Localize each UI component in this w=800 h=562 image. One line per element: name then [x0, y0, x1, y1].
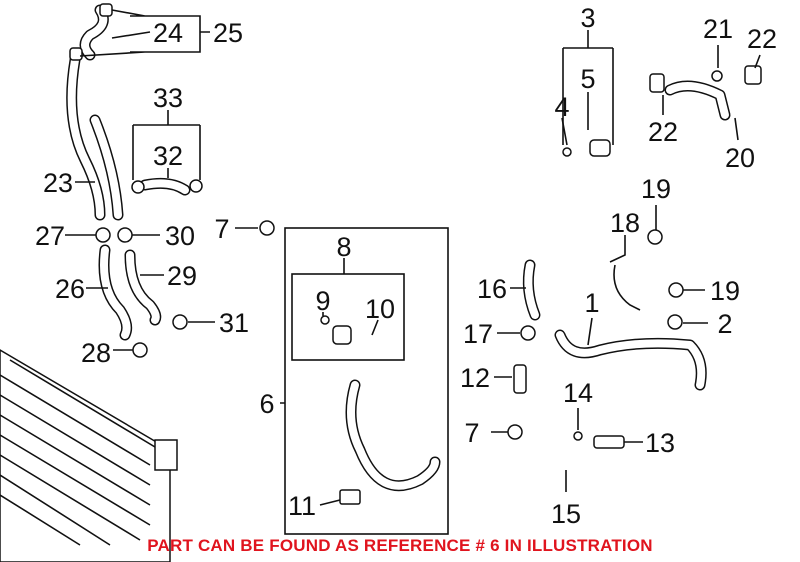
callout-19: 19: [710, 276, 740, 306]
callout-6: 6: [259, 389, 274, 419]
callout-24: 24: [153, 18, 183, 48]
leader-lines: [65, 9, 761, 506]
small-parts: [69, 3, 762, 505]
callout-13: 13: [645, 428, 675, 458]
callout-17: 17: [463, 319, 493, 349]
kit-box: [284, 227, 449, 535]
callout-25: 25: [213, 18, 243, 48]
callout-12: 12: [460, 363, 490, 393]
callout-22: 22: [648, 117, 678, 147]
callout-19: 19: [641, 174, 671, 204]
callout-32: 32: [153, 141, 183, 171]
callout-31: 31: [219, 308, 249, 338]
callout-15: 15: [551, 499, 581, 529]
callout-11: 11: [288, 491, 316, 521]
callout-26: 26: [55, 274, 85, 304]
radiator: [0, 349, 178, 562]
callout-18: 18: [610, 208, 640, 238]
callout-28: 28: [81, 338, 111, 368]
callout-1: 1: [584, 288, 599, 318]
callout-16: 16: [477, 274, 507, 304]
callout-20: 20: [725, 143, 755, 173]
callout-4: 4: [554, 92, 569, 122]
callout-9: 9: [315, 286, 330, 316]
callout-33: 33: [153, 83, 183, 113]
callout-2: 2: [717, 309, 732, 339]
callout-22: 22: [747, 24, 777, 54]
callout-21: 21: [703, 14, 733, 44]
callout-29: 29: [167, 261, 197, 291]
sub-kit-box: [291, 273, 405, 361]
hoses: [66, 4, 731, 492]
callout-5: 5: [580, 64, 595, 94]
reference-note: PART CAN BE FOUND AS REFERENCE # 6 IN IL…: [147, 536, 653, 555]
callout-14: 14: [563, 378, 593, 408]
callout-27: 27: [35, 221, 65, 251]
callout-7: 7: [464, 418, 479, 448]
callout-10: 10: [365, 294, 395, 324]
callout-3: 3: [580, 3, 595, 33]
callout-7: 7: [214, 214, 229, 244]
callout-23: 23: [43, 168, 73, 198]
callout-8: 8: [336, 232, 351, 262]
callout-30: 30: [165, 221, 195, 251]
